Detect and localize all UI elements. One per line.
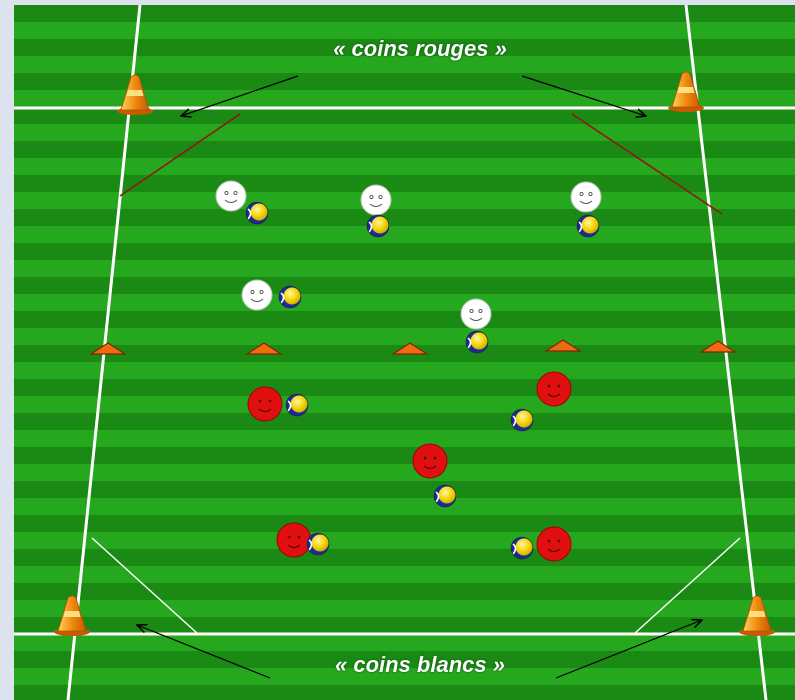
grass-stripe	[14, 532, 795, 549]
white-smiley-icon	[461, 299, 491, 329]
grass-stripe	[14, 362, 795, 379]
grass-stripe	[14, 430, 795, 447]
soccer-ball-icon	[307, 533, 329, 555]
red-smiley-icon	[248, 387, 282, 421]
soccer-ball-icon	[511, 537, 533, 559]
white-smiley-icon	[242, 280, 272, 310]
white-smiley-icon	[361, 185, 391, 215]
white-smiley-icon	[571, 182, 601, 212]
soccer-ball-icon	[367, 215, 389, 237]
red-smiley-icon	[537, 527, 571, 561]
red-smiley-icon	[537, 372, 571, 406]
soccer-ball-icon	[434, 485, 456, 507]
grass-stripe	[14, 328, 795, 345]
soccer-ball-icon	[466, 331, 488, 353]
soccer-ball-icon	[511, 409, 533, 431]
grass-stripe	[14, 226, 795, 243]
red-smiley-icon	[413, 444, 447, 478]
white-smiley-icon	[216, 181, 246, 211]
grass-stripe	[14, 634, 795, 651]
red-corners-label: « coins rouges »	[333, 36, 507, 62]
grass-stripe	[14, 124, 795, 141]
soccer-ball-icon	[286, 394, 308, 416]
soccer-ball-icon	[577, 215, 599, 237]
grass-stripe	[14, 158, 795, 175]
grass-stripe	[14, 192, 795, 209]
grass-stripe	[14, 498, 795, 515]
grass-stripe	[14, 294, 795, 311]
grass-stripe	[14, 396, 795, 413]
soccer-ball-icon	[246, 202, 268, 224]
grass-stripe	[14, 260, 795, 277]
grass-stripe	[14, 566, 795, 583]
white-corners-label: « coins blancs »	[335, 652, 505, 678]
grass-stripe	[14, 600, 795, 617]
soccer-ball-icon	[279, 286, 301, 308]
red-smiley-icon	[277, 523, 311, 557]
grass-stripe	[14, 464, 795, 481]
